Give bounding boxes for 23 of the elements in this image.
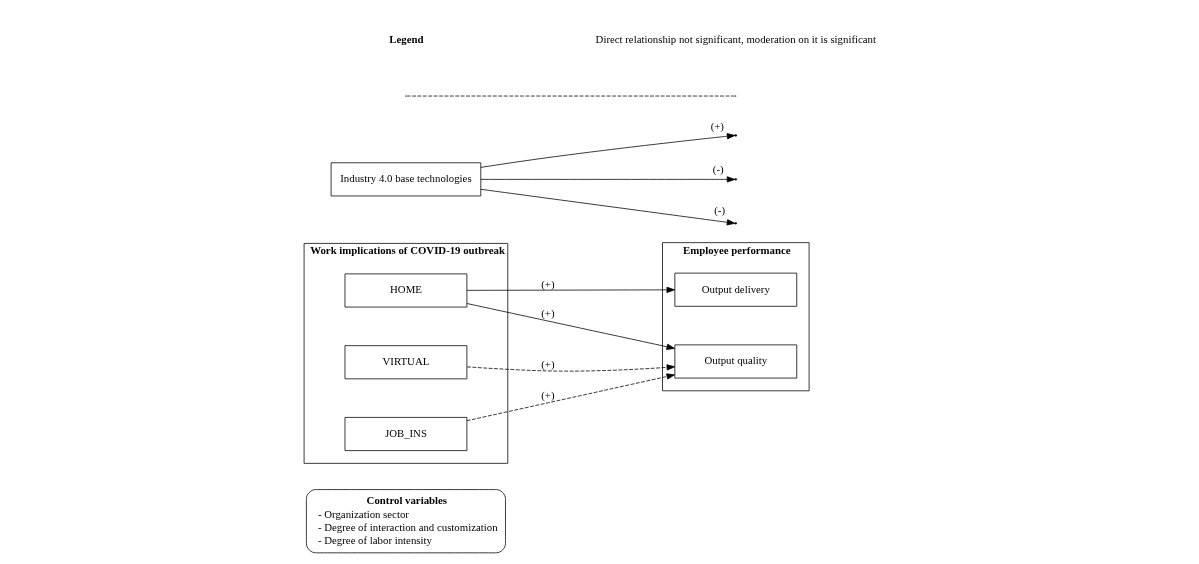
node-box: Output delivery	[673, 272, 797, 307]
edge-label: (+)	[540, 306, 555, 319]
edge-label: (+)	[540, 389, 555, 402]
node-box: JOB_INS	[344, 417, 467, 451]
edge-label: (+)	[540, 277, 555, 290]
arrow	[479, 176, 735, 183]
legend-label: Direct relationship not significant, moderation on it is significant	[595, 33, 876, 46]
label: Legend	[388, 32, 424, 45]
node-box: HOME	[344, 273, 467, 308]
arrow	[466, 286, 675, 293]
arrow	[466, 364, 675, 372]
arrow	[466, 303, 675, 350]
edge-label: (-)	[712, 162, 724, 175]
edge-label: (+)	[710, 120, 724, 133]
node-box: Control variables - Organization sector - Degree of interaction and customization - Degree of labor intensity	[305, 489, 506, 554]
edge-label: (+)	[540, 357, 555, 370]
node-box: Output quality	[673, 344, 797, 379]
node-box: VIRTUAL	[344, 345, 467, 380]
arrow	[479, 188, 735, 226]
arrow	[479, 133, 735, 168]
arrow	[466, 373, 675, 422]
edge-label: (-)	[713, 204, 725, 217]
node-box: Industry 4.0 base technologies	[330, 162, 481, 197]
